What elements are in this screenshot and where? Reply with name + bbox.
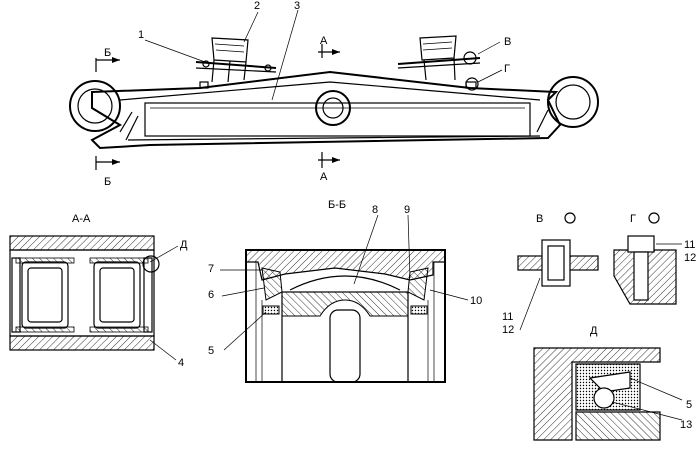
section-a-mark-bottom [318, 152, 340, 168]
detail-d-title: Д [590, 325, 598, 337]
view-v-circle [463, 51, 477, 65]
detail-d-callout-5: 5 [686, 399, 692, 411]
left-rib [119, 111, 133, 133]
bb-dome [289, 275, 401, 291]
detail-d-housing [533, 347, 661, 441]
view-v-callout-12: 12 [502, 324, 514, 336]
bb-center-bore [329, 309, 361, 383]
view-v-title: В [536, 213, 543, 225]
section-aa-title: А-А [72, 213, 91, 225]
detail-d-seal-lip [588, 371, 631, 393]
callout-1: 1 [138, 29, 144, 41]
view-g-title: Г [630, 213, 636, 225]
left-eye-bore [77, 88, 113, 124]
section-aa: А-А Д 4 [9, 213, 188, 369]
bb-callout-8: 8 [372, 204, 378, 216]
center-hub-bore [322, 97, 344, 119]
section-a-label-bottom: А [320, 171, 328, 183]
left-rib-2 [125, 115, 139, 141]
detail-d-oring [593, 387, 615, 409]
view-g-callout-12: 12 [684, 252, 696, 264]
right-eye-outer [547, 76, 599, 128]
section-bb-title: Б-Б [328, 199, 346, 211]
bb-callout-5: 5 [208, 345, 214, 357]
section-b-mark-top [95, 57, 120, 72]
detail-d-callout-13: 13 [680, 419, 692, 431]
aa-left-roller [21, 261, 69, 329]
bb-left-seal [261, 267, 283, 301]
view-g-callout-11: 11 [684, 239, 695, 251]
aa-bottom-wall [9, 335, 155, 351]
view-g-label: Г [504, 63, 510, 75]
right-eye-bore [555, 84, 591, 120]
beam-bottom-flange [127, 135, 541, 141]
section-b-label-bottom: Б [104, 176, 111, 188]
aa-top-wall [9, 235, 155, 251]
right-bracket [397, 35, 481, 91]
bb-callout-7: 7 [208, 263, 214, 275]
aa-body [9, 249, 155, 337]
bb-right-seal [407, 267, 429, 301]
right-rib [536, 109, 549, 133]
callout-2: 2 [254, 0, 260, 12]
view-v-label: В [504, 36, 511, 48]
view-v-callout-11: 11 [502, 311, 513, 323]
detail-d-ring [575, 411, 661, 441]
center-hub-outer [315, 90, 351, 126]
beam-outline [90, 70, 562, 150]
aa-right-roller [93, 261, 141, 329]
callout-3: 3 [294, 0, 300, 12]
leader-1 [144, 39, 206, 63]
section-bb: Б-Б 5 6 7 8 9 10 [208, 199, 482, 383]
view-g-bolt-head [627, 235, 655, 253]
aa-callout-4: 4 [178, 357, 184, 369]
section-a-label-top: А [320, 35, 328, 47]
view-g: Г 11 12 [613, 212, 696, 305]
left-eye-outer [69, 80, 121, 132]
aa-callout-d: Д [180, 239, 188, 251]
leader-3 [271, 9, 299, 101]
left-bracket [195, 37, 277, 89]
beam-web-panel [144, 102, 531, 137]
leader-2 [243, 11, 259, 43]
beam-top-flange [119, 81, 541, 101]
view-v-symbol [564, 212, 576, 224]
section-b-mark-bottom [95, 156, 120, 170]
view-v-bolt [541, 239, 571, 287]
bb-callout-6: 6 [208, 289, 214, 301]
bb-callout-10: 10 [470, 295, 482, 307]
detail-d: Д 5 13 [533, 325, 692, 441]
aa-leader-d [149, 245, 179, 263]
view-g-symbol [648, 212, 660, 224]
aa-leader-4 [149, 339, 177, 361]
aa-detail-d-circle [142, 255, 160, 273]
leader-g [477, 69, 503, 83]
view-g-bolt-shank [633, 251, 649, 301]
balancer-beam-main-view: 1 2 3 Б Б А А В Г [69, 0, 599, 188]
bb-callout-9: 9 [404, 204, 410, 216]
bb-axle-hatch [281, 291, 409, 317]
view-v: В 11 12 [502, 212, 599, 336]
section-b-label-top: Б [104, 47, 111, 59]
section-a-mark-top [318, 44, 340, 58]
leader-v [477, 41, 501, 55]
